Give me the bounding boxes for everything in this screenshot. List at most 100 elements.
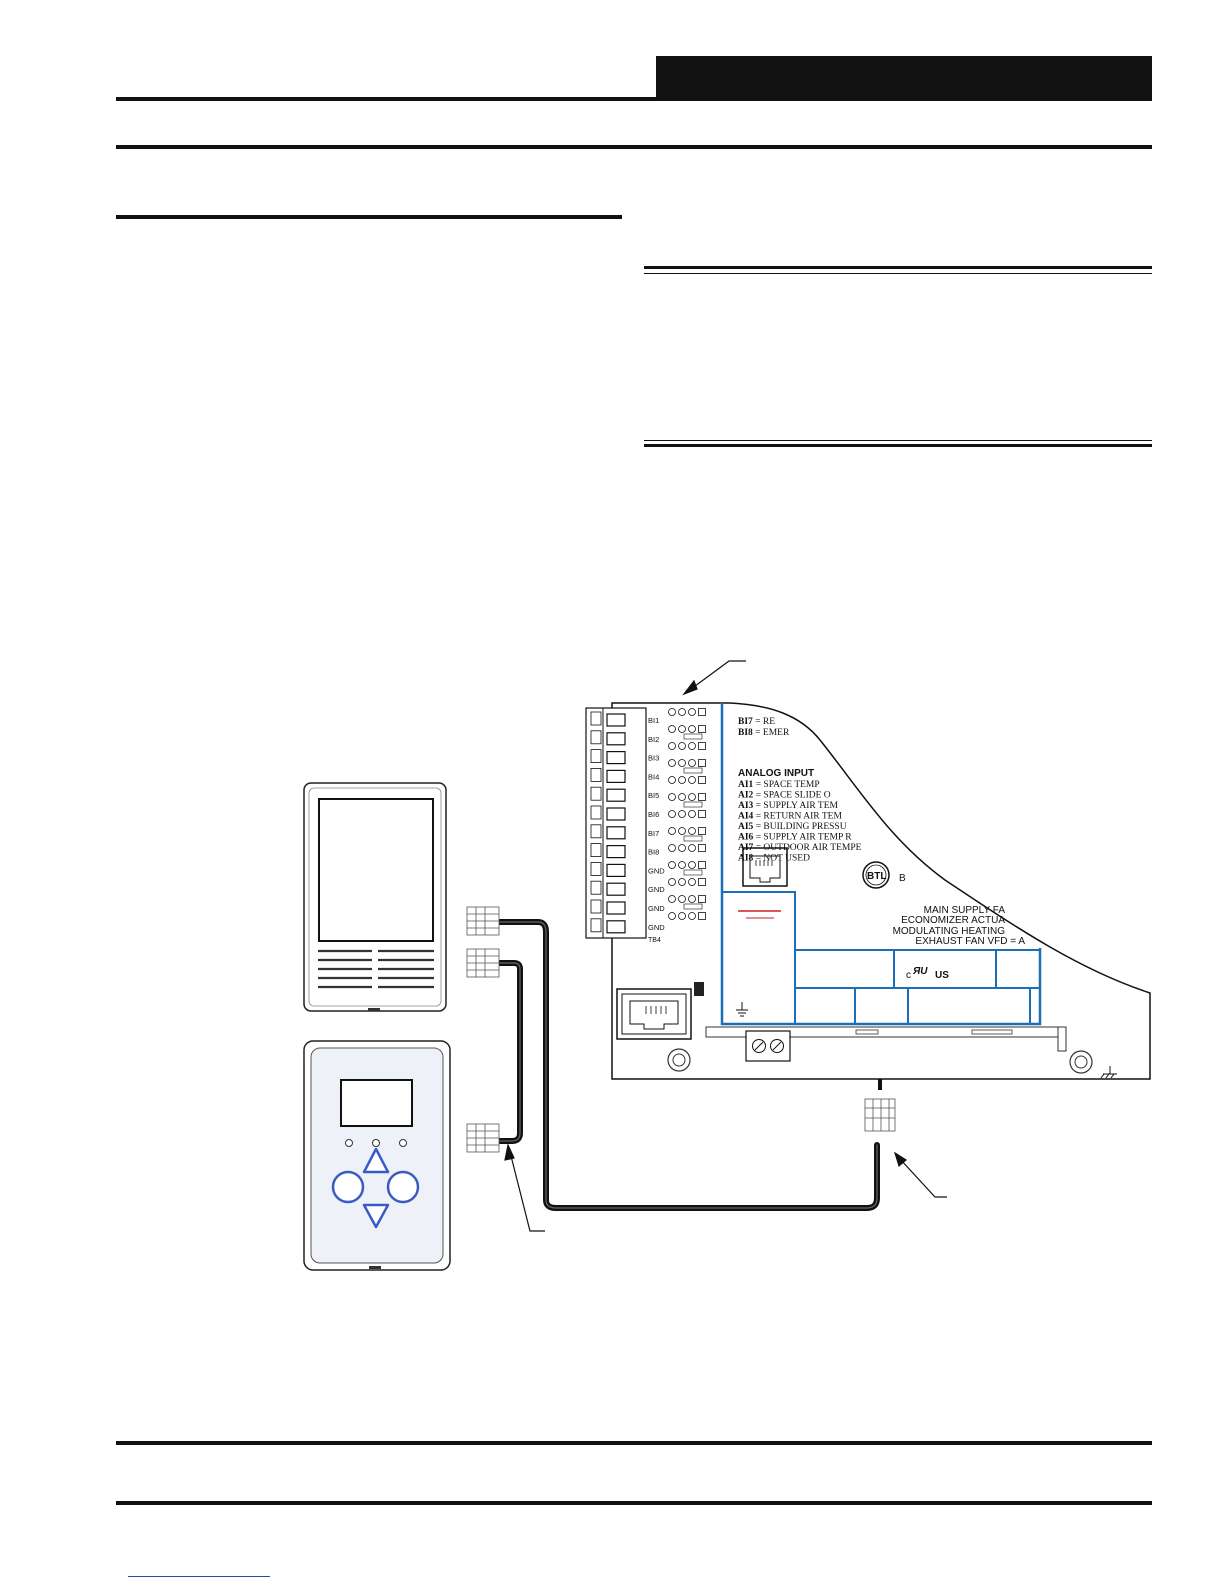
note-box-top-rule-thick	[644, 266, 1152, 269]
svg-text:MAIN SUPPLY FA: MAIN SUPPLY FA	[924, 905, 1006, 916]
jumper-pin	[668, 912, 676, 920]
header-rule	[116, 97, 1152, 101]
terminal-screw	[606, 901, 626, 915]
terminal-label: BI4	[648, 772, 659, 781]
jumper-pin	[678, 759, 686, 767]
terminal-cell	[590, 918, 602, 933]
jumper-pin	[698, 861, 706, 869]
terminal-label: BI6	[648, 810, 659, 819]
up-arrow-icon[interactable]	[362, 1147, 390, 1174]
rj-jack-icon[interactable]	[742, 847, 788, 887]
jumper-pin	[678, 895, 686, 903]
rj-jack-icon-lower[interactable]	[616, 988, 692, 1040]
jumper-pin	[688, 759, 696, 767]
jumper-pin	[668, 759, 676, 767]
jumper-shunt	[683, 869, 703, 876]
modular-plug-1	[466, 906, 500, 936]
ground-icon	[736, 1002, 748, 1017]
modular-plug-board	[864, 1098, 896, 1132]
footer-link-underline[interactable]	[128, 1576, 270, 1577]
jumper-pin	[668, 708, 676, 716]
touchscreen-sensor	[303, 782, 447, 1012]
jumper-pin	[698, 827, 706, 835]
terminal-label: BI7	[648, 829, 659, 838]
svg-text:BI7 = RE: BI7 = RE	[738, 717, 775, 727]
terminal-cell	[590, 805, 602, 820]
jumper-pin	[668, 827, 676, 835]
analog-input-line: AI7 = OUTDOOR AIR TEMPE	[738, 843, 862, 853]
jumper-shunt	[683, 903, 703, 910]
terminal-cell	[590, 749, 602, 763]
footer-rule-top	[116, 1441, 1152, 1445]
terminal-label: GND	[648, 866, 665, 875]
jumper-pin	[678, 912, 686, 920]
jumper-pin	[678, 776, 686, 784]
jumper-pin	[668, 844, 676, 852]
analog-input-line: AI8 = NOT USED	[738, 854, 810, 864]
output-legend: MAIN SUPPLY FA ECONOMIZER ACTUA MODULATI…	[893, 905, 1026, 947]
terminal-screw	[606, 882, 626, 896]
jumper-pin	[698, 912, 706, 920]
terminal-label: BI8	[648, 848, 659, 857]
svg-text:ЯU: ЯU	[912, 966, 928, 977]
jumper-shunt	[683, 835, 703, 842]
terminal-cell	[590, 862, 602, 876]
terminal-cell	[590, 899, 602, 914]
jumper-pin	[678, 742, 686, 750]
jumper-pin	[698, 742, 706, 750]
svg-text:BI8 = EMER: BI8 = EMER	[738, 728, 790, 738]
binary-input-legend: BI7 = RE BI8 = EMER	[738, 717, 790, 738]
terminal-label: BI1	[648, 716, 659, 725]
jumper-pin	[688, 793, 696, 801]
terminal-screw	[606, 807, 626, 821]
jumper-pin	[698, 725, 706, 733]
down-arrow-icon[interactable]	[362, 1203, 390, 1229]
analog-input-line: AI1 = SPACE TEMP	[738, 780, 820, 790]
terminal-label: BI2	[648, 735, 659, 744]
terminal-screw	[606, 750, 626, 765]
btl-logo: BTL B	[862, 861, 906, 889]
terminal-cell	[590, 730, 602, 745]
terminal-cell	[590, 824, 602, 839]
jumper-shunt	[683, 801, 703, 808]
jumper-pin	[678, 878, 686, 886]
terminal-screw	[606, 844, 626, 859]
header-tab	[656, 56, 1152, 98]
jumper-pin	[688, 895, 696, 903]
jumper-pin	[668, 878, 676, 886]
terminal-screw	[606, 920, 626, 934]
jumper-pin	[668, 895, 676, 903]
terminal-cell	[590, 711, 602, 726]
jumper-pin	[688, 725, 696, 733]
status-led	[694, 982, 704, 996]
jumper-pin	[668, 725, 676, 733]
jumper-pin	[688, 912, 696, 920]
terminal-label: GND	[648, 904, 665, 913]
terminal-label: GND	[648, 885, 665, 894]
jumper-pin	[678, 793, 686, 801]
terminal-screw	[606, 788, 626, 802]
jumper-pin	[678, 844, 686, 852]
terminal-screw	[606, 826, 626, 840]
svg-text:B: B	[899, 873, 906, 884]
jumper-shunt	[683, 733, 703, 740]
jumper-headers	[668, 708, 706, 996]
left-button[interactable]	[331, 1170, 365, 1204]
svg-text:US: US	[935, 970, 949, 981]
jumper-pin	[668, 861, 676, 869]
jumper-pin	[678, 810, 686, 818]
jumper-pin	[698, 776, 706, 784]
analog-input-heading: ANALOG INPUT	[738, 768, 814, 779]
keypad-sensor	[303, 1040, 451, 1271]
jumper-pin	[668, 793, 676, 801]
note-box-top-rule-thin	[644, 273, 1152, 274]
jumper-pin	[668, 810, 676, 818]
jumper-pin	[688, 878, 696, 886]
jumper-pin	[678, 827, 686, 835]
terminal-label: BI3	[648, 754, 659, 763]
left-column-rule	[116, 215, 622, 219]
right-button[interactable]	[386, 1170, 420, 1204]
